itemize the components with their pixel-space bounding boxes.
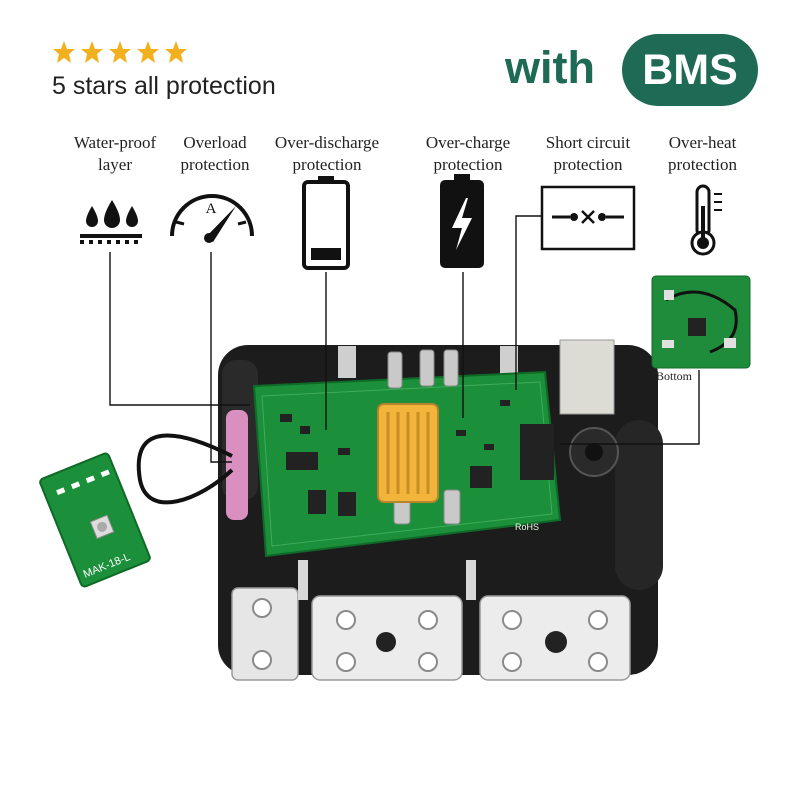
feature-line1: Over-charge bbox=[425, 133, 511, 152]
feature-line2: protection bbox=[433, 155, 503, 174]
feature-line2: protection bbox=[553, 155, 623, 174]
feature-label-shortcircuit: Short circuit protection bbox=[528, 132, 648, 176]
feature-line2: protection bbox=[668, 155, 737, 174]
feature-label-overload: Overload protection bbox=[160, 132, 270, 176]
gauge-letter: A bbox=[206, 201, 217, 217]
battery-low-icon bbox=[302, 176, 350, 270]
feature-label-overdischarge: Over-discharge protection bbox=[262, 132, 392, 176]
callout-lines bbox=[109, 215, 700, 463]
star-icon bbox=[53, 41, 75, 63]
led-pcb: MAK-18-L bbox=[39, 452, 151, 588]
feature-label-waterproof: Water-proof layer bbox=[60, 132, 170, 176]
nickel-plates bbox=[231, 560, 631, 681]
feature-line1: Short circuit bbox=[545, 133, 631, 152]
main-pcb: RoHS bbox=[252, 349, 562, 558]
battery-charge-icon bbox=[440, 174, 484, 268]
inset-bottom-label: Bottom bbox=[656, 369, 693, 383]
tagline: 5 stars all protection bbox=[52, 72, 276, 100]
star-icon bbox=[81, 41, 103, 63]
feature-line1: Water-proof bbox=[73, 133, 157, 152]
feature-line1: Over-heat bbox=[668, 133, 737, 152]
star-icon bbox=[137, 41, 159, 63]
thermometer-icon bbox=[690, 184, 722, 256]
with-text: with bbox=[505, 42, 595, 93]
star-icon bbox=[165, 41, 187, 63]
feature-line2: layer bbox=[98, 155, 132, 174]
bms-badge: BMS bbox=[622, 34, 758, 106]
rating-stars bbox=[52, 40, 188, 64]
feature-label-overheat: Over-heat protection bbox=[650, 132, 755, 176]
feature-line2: protection bbox=[180, 155, 250, 174]
star-icon bbox=[109, 41, 131, 63]
water-drops-icon bbox=[80, 200, 142, 244]
gauge-icon: A bbox=[170, 194, 254, 243]
rohs-mark: RoHS bbox=[515, 522, 539, 532]
cable bbox=[136, 433, 234, 505]
pcb-bottom-inset bbox=[651, 275, 751, 369]
circuit-switch-icon bbox=[540, 185, 636, 251]
feature-label-overcharge: Over-charge protection bbox=[408, 132, 528, 176]
feature-line1: Overload bbox=[183, 133, 247, 152]
feature-line1: Over-discharge bbox=[274, 133, 380, 152]
feature-line2: protection bbox=[292, 155, 362, 174]
